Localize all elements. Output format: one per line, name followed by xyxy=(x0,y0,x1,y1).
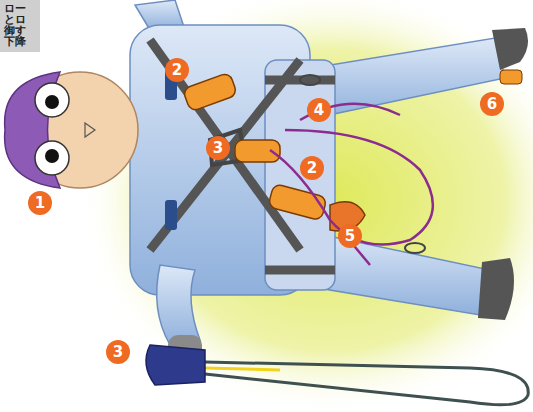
pupil xyxy=(45,149,59,163)
callout-number: 2 xyxy=(165,58,189,82)
callout-circle xyxy=(307,98,331,122)
note-box: ロー とロ 御す 下降 xyxy=(0,0,40,52)
buckle xyxy=(165,200,177,230)
callout-circle xyxy=(338,224,362,248)
nose xyxy=(85,123,95,137)
sling xyxy=(205,362,528,405)
callout-number: 6 xyxy=(480,92,504,116)
rope xyxy=(270,104,433,265)
callout-circle xyxy=(106,340,130,364)
callout-number: 2 xyxy=(300,156,324,180)
background-glow xyxy=(80,0,533,412)
handled-ascender xyxy=(146,345,205,385)
foot-ascender xyxy=(500,70,522,84)
callout-number: 4 xyxy=(307,98,331,122)
callout-number: 1 xyxy=(28,191,52,215)
callout-circles xyxy=(28,58,504,364)
callout-circle xyxy=(28,191,52,215)
carabiner xyxy=(405,243,425,253)
harness-strap xyxy=(150,40,335,270)
note-text: ロー とロ 御す 下降 xyxy=(4,3,36,47)
carabiner xyxy=(300,75,320,85)
sling-tag xyxy=(205,368,280,370)
callout-number: 5 xyxy=(338,224,362,248)
callout-circle xyxy=(300,156,324,180)
ascender xyxy=(182,72,237,112)
eye xyxy=(35,83,69,117)
shoe xyxy=(492,28,528,70)
eye xyxy=(35,141,69,175)
shoe xyxy=(478,258,514,320)
callout-circle xyxy=(206,136,230,160)
arm xyxy=(157,265,200,345)
callout-circle xyxy=(480,92,504,116)
callout-number: 3 xyxy=(106,340,130,364)
callout-circle xyxy=(165,58,189,82)
callout-number: 3 xyxy=(206,136,230,160)
pupil xyxy=(45,95,59,109)
